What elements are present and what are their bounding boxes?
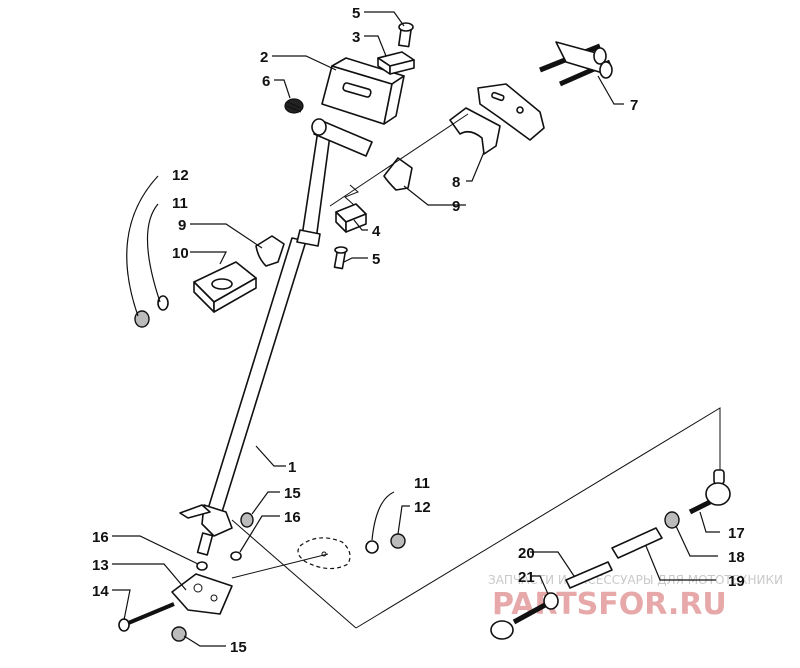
bushing-half-upper xyxy=(449,107,501,155)
bolt-lower xyxy=(333,246,348,270)
tie-rod-end-right xyxy=(688,469,731,515)
lower-clamp-block xyxy=(335,203,367,233)
callout-18: 18 xyxy=(728,549,745,566)
callout-9-right: 9 xyxy=(452,198,460,215)
bearing-plate xyxy=(171,573,233,615)
callout-11-right: 11 xyxy=(414,475,430,492)
washer-right xyxy=(365,540,379,554)
callout-13: 13 xyxy=(92,557,109,574)
bracket-plate xyxy=(477,83,545,141)
callout-2: 2 xyxy=(260,49,268,66)
callout-9-left: 9 xyxy=(178,217,186,234)
callout-6: 6 xyxy=(262,73,270,90)
assembly-lines xyxy=(231,113,721,629)
threaded-rod xyxy=(565,561,613,589)
nut-left xyxy=(134,310,150,328)
tie-rod-tube xyxy=(611,527,663,559)
nut-right xyxy=(390,533,406,549)
bolt-top xyxy=(397,22,414,48)
nut-column-15 xyxy=(240,512,254,528)
bolt-plate xyxy=(118,602,175,632)
callout-15-column: 15 xyxy=(284,485,301,502)
callout-4: 4 xyxy=(372,223,381,240)
callout-14: 14 xyxy=(92,583,109,600)
upper-clamp-block xyxy=(321,57,405,125)
washer-left xyxy=(157,295,169,311)
callout-15-bottom: 15 xyxy=(230,639,247,656)
washer-bottom-16 xyxy=(196,561,208,571)
leader-lines xyxy=(112,11,720,647)
callout-7: 7 xyxy=(630,97,638,114)
callout-20: 20 xyxy=(518,545,535,562)
frame-outline xyxy=(297,537,351,570)
callout-12-left: 12 xyxy=(172,167,189,184)
mounting-bracket-studs xyxy=(539,41,613,87)
watermark-logo: PARTSFOR.RU xyxy=(492,587,727,622)
callout-5-lower: 5 xyxy=(372,251,380,268)
callout-17: 17 xyxy=(728,525,745,542)
callout-5-top: 5 xyxy=(352,5,360,22)
nut-plate xyxy=(171,626,187,642)
jam-nut-21 xyxy=(543,592,559,610)
callout-11-left: 11 xyxy=(172,195,188,212)
callout-labels: 5 3 2 6 7 8 9 12 11 9 10 4 5 1 15 16 16 … xyxy=(92,5,745,656)
steering-post xyxy=(179,118,373,556)
nut-block-top xyxy=(377,51,415,75)
callout-21: 21 xyxy=(518,569,535,586)
callout-8: 8 xyxy=(452,174,460,191)
bushing-insert-right xyxy=(383,157,413,191)
callout-16-bottom: 16 xyxy=(92,529,109,546)
side-clamp xyxy=(193,261,257,313)
callout-1: 1 xyxy=(288,459,296,476)
washer-column-16 xyxy=(230,551,242,561)
tie-rod-end-left xyxy=(490,602,547,640)
bushing-insert-left xyxy=(255,235,285,267)
callout-19: 19 xyxy=(728,573,745,590)
callout-12-right: 12 xyxy=(414,499,431,516)
callout-16-column: 16 xyxy=(284,509,301,526)
jam-nut-18 xyxy=(664,511,680,529)
watermark-tagline: ЗАПЧАСТИ И АКСЕССУАРЫ ДЛЯ МОТОТЕХНИКИ xyxy=(488,573,783,587)
spring xyxy=(284,98,304,114)
callout-3: 3 xyxy=(352,29,360,46)
callout-10: 10 xyxy=(172,245,189,262)
